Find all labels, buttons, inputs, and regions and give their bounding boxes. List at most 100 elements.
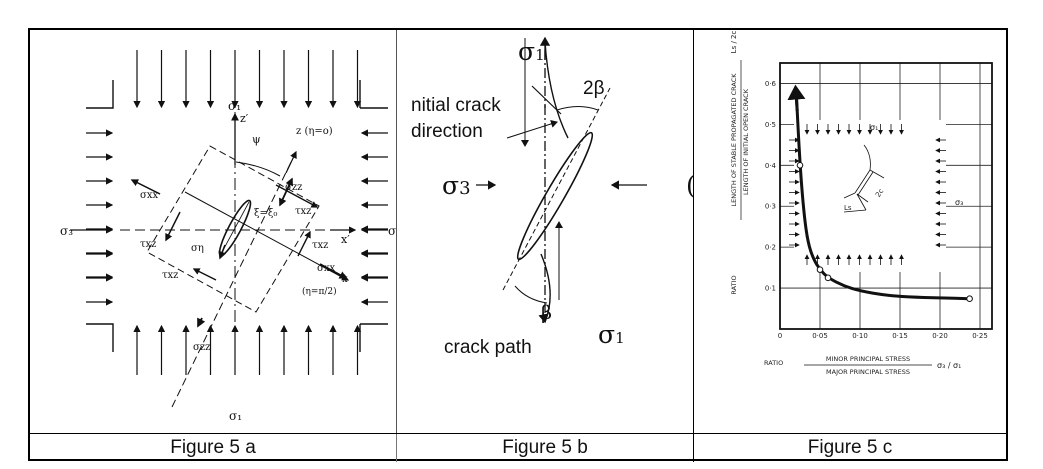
crack-path-label: crack path: [444, 337, 532, 358]
corner-br: [359, 323, 388, 352]
caption-row: Figure 5 a Figure 5 b Figure 5 c: [30, 433, 1006, 462]
sigma1-top-label: σ1: [518, 37, 545, 66]
y-tick-label: 0·5: [765, 121, 776, 129]
top-load-arrows: [133, 50, 362, 109]
caption-figure-5c: Figure 5 c: [807, 437, 893, 458]
inset-sigma3-label: σ₃: [955, 198, 963, 207]
sigma-eta-label: ση: [191, 243, 204, 254]
y-tick-label: 0·4: [765, 162, 777, 170]
data-point: [816, 266, 824, 273]
sigma-zz-bottom-label: σzz: [193, 342, 210, 353]
plot-frame: [779, 62, 993, 330]
x-axis-label-numerator: MINOR PRINCIPAL STRESS: [826, 355, 910, 363]
sigma1-bottom-label: σ1: [598, 320, 625, 349]
inset-sigma1-label: σ₁: [870, 123, 878, 132]
initial-crack-label-line1: nitial crack: [411, 95, 501, 116]
two-beta-arc: [556, 106, 599, 111]
z-prime-label: z′: [240, 112, 249, 125]
y-axis-label-numerator: LENGTH OF STABLE PROPAGATED CRACK: [730, 73, 738, 207]
x-axis-label: RATIO MINOR PRINCIPAL STRESS MAJOR PRINC…: [764, 355, 961, 376]
initial-crack-label-line2: direction: [411, 121, 483, 142]
inset-2c-label: 2c: [874, 187, 885, 199]
y-axis-label-prefix: RATIO: [730, 275, 738, 294]
x-axis-label-denominator: MAJOR PRINCIPAL STRESS: [826, 368, 910, 376]
xi-label: ξ=ξ₀: [254, 208, 277, 219]
figure-5c-chart: 0 0·05 0·10 0·15 0·20 0·25 0·1 0·2 0·3 0·4 0·5 0·6…: [730, 31, 993, 376]
tau-xz-tr-label: τxz: [295, 206, 311, 217]
x-tick-label: 0·10: [852, 332, 868, 340]
sigma-xx-arrow-right: [319, 263, 348, 279]
figure-5a-panel: σ₁ σ₁ σ₃ σ z′ x′ ψ z (η=o) x (η=π/2) σzz…: [30, 30, 397, 433]
x-axis-label: x: [342, 274, 348, 285]
tau-xz-arrow-bl: [192, 268, 217, 281]
initial-crack-leader: [506, 120, 558, 139]
beta-label: β: [541, 302, 552, 324]
sigma-zz-top-label: σzz: [285, 182, 302, 193]
sigma1-bottom-label: σ₁: [229, 409, 242, 423]
right-load-arrows: [360, 129, 388, 306]
tau-xz-arrow-tr: [275, 184, 319, 208]
sigma3-left-label: σ3: [442, 171, 471, 200]
sigma-eta-arrow: [218, 244, 227, 260]
x-axis-label-symbol: σ₃ / σ₁: [937, 361, 961, 370]
beta-arc: [514, 285, 548, 304]
sigma-zz-arrow-bottom: [197, 317, 206, 328]
two-beta-label: 2β: [583, 78, 605, 99]
tau-xz-arrow-left: [165, 211, 181, 242]
data-points: [796, 162, 973, 303]
caption-figure-5b: Figure 5 b: [397, 434, 694, 462]
y-tick-label: 0·3: [765, 203, 776, 211]
y-tick-label: 0·2: [765, 244, 776, 252]
tau-xz-arrow-right: [297, 230, 311, 257]
data-point: [824, 274, 832, 282]
left-load-arrows: [70, 129, 114, 306]
bottom-load-arrows: [133, 324, 362, 375]
x-tick-label: 0: [778, 332, 782, 340]
inset-ls-label: Ls: [844, 204, 852, 212]
corner-bl: [86, 323, 114, 352]
y-axis-label-symbol: Ls / 2c: [730, 31, 738, 54]
series-curve: [794, 87, 970, 301]
x-axis: [184, 191, 341, 277]
figure-5b-diagram: σ1 2β nitial crack direction σ3 ( β crac…: [411, 36, 693, 358]
data-point: [796, 162, 804, 169]
upper-crack-path: [544, 41, 569, 139]
x-tick-labels: 0 0·05 0·10 0·15 0·20 0·25: [778, 332, 988, 340]
x-prime-label: x′: [341, 233, 350, 246]
sigma3-right-label: σ: [388, 224, 396, 238]
initial-crack-direction-line: [502, 87, 611, 291]
figure-5c-panel: 0 0·05 0·10 0·15 0·20 0·25 0·1 0·2 0·3 0·4 0·5 0·6…: [694, 30, 1006, 433]
curve-arrowhead: [787, 84, 806, 111]
figure-table: σ₁ σ₁ σ₃ σ z′ x′ ψ z (η=o) x (η=π/2) σzz…: [28, 28, 1008, 462]
x-tick-label: 0·25: [972, 332, 988, 340]
sigma1-top-label: σ₁: [228, 99, 241, 113]
crack-ellipse: [516, 131, 594, 261]
sigma3-left-label: σ₃: [60, 224, 73, 238]
z-axis-label: z (η=o): [296, 126, 333, 137]
corner-tl: [86, 80, 114, 109]
tau-xz-left-label: τxz: [140, 239, 156, 250]
x-tick-label: 0·05: [812, 332, 828, 340]
figure-5b-panel: σ1 2β nitial crack direction σ3 ( β crac…: [397, 30, 694, 433]
caption-figure-5a: Figure 5 a: [30, 434, 397, 462]
y-tick-label: 0·6: [765, 80, 777, 88]
psi-label: ψ: [252, 133, 261, 146]
x-tick-label: 0·20: [932, 332, 948, 340]
y-axis-label-denominator: LENGTH OF INITIAL OPEN CRACK: [742, 88, 750, 195]
sigma-xx-right-label: σxx: [317, 263, 335, 274]
y-tick-label: 0·1: [765, 285, 776, 293]
x-axis-note-label: (η=π/2): [302, 286, 337, 297]
data-point: [966, 295, 973, 303]
x-tick-label: 0·15: [892, 332, 908, 340]
rotated-element: [146, 145, 320, 313]
inset-specimen-sketch: 2c Ls σ₁ σ₃: [789, 120, 963, 272]
x-axis-label-prefix: RATIO: [764, 359, 783, 367]
z-axis: [171, 157, 294, 408]
figure-5a-diagram: σ₁ σ₁ σ₃ σ z′ x′ ψ z (η=o) x (η=π/2) σzz…: [60, 50, 396, 423]
sigma-xx-left-label: σxx: [140, 190, 158, 201]
tau-xz-right-label: τxz: [312, 240, 328, 251]
psi-arc: [235, 161, 281, 177]
y-axis-label: RATIO LENGTH OF STABLE PROPAGATED CRACK …: [730, 31, 750, 295]
sigma3-right-label: (: [686, 171, 693, 200]
y-tick-labels: 0·1 0·2 0·3 0·4 0·5 0·6: [765, 80, 777, 293]
